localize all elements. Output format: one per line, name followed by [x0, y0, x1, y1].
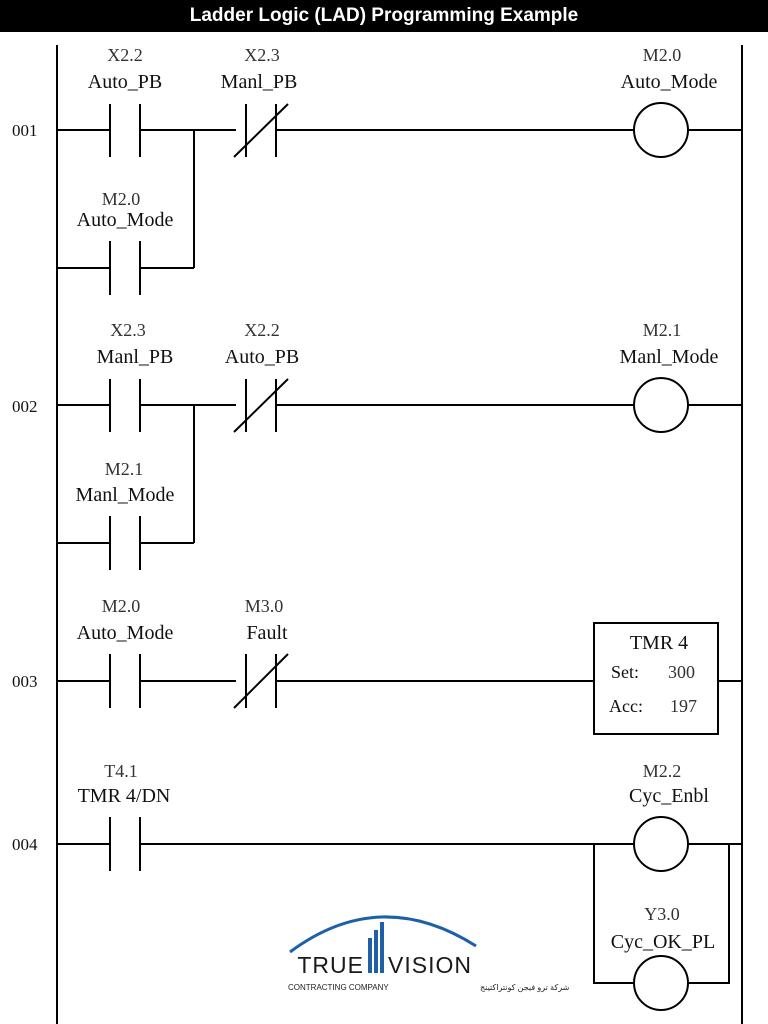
coil-address: M2.2 — [643, 761, 682, 781]
rung-number: 002 — [12, 397, 38, 416]
timer-set-value: 300 — [668, 662, 695, 682]
logo-building-icon — [368, 922, 384, 973]
contact-address: X2.3 — [110, 320, 146, 340]
contact-address: X2.2 — [107, 45, 143, 65]
output-coil-icon — [633, 955, 689, 1011]
output-coil-icon — [633, 102, 689, 158]
rung-004: 004 T4.1 TMR 4/DN M2.2 Cyc_Enbl Y3.0 Cyc… — [12, 761, 742, 1011]
timer-acc-label: Acc: — [609, 696, 643, 716]
no-contact-icon — [109, 104, 141, 157]
no-contact-icon — [109, 241, 141, 295]
rung-number: 004 — [12, 835, 38, 854]
logo-arc-icon — [289, 915, 477, 954]
no-contact-icon — [109, 817, 141, 871]
nc-contact-icon — [233, 103, 289, 158]
nc-contact-icon — [233, 653, 289, 709]
contact-address: M2.0 — [102, 596, 141, 616]
rung-002: 002 X2.3 Manl_PB X2.2 Auto_PB M2.1 Manl_… — [12, 320, 742, 570]
output-coil-icon — [633, 816, 689, 872]
contact-name: Manl_PB — [221, 71, 298, 93]
logo-word-left: TRUE — [297, 952, 364, 978]
contact-name: Auto_PB — [88, 71, 162, 93]
coil-name: Auto_Mode — [621, 71, 718, 93]
logo-subtitle: CONTRACTING COMPANY — [288, 983, 389, 992]
coil-address: Y3.0 — [644, 904, 680, 924]
logo-subtitle-arabic: شركة ترو فيجن كونتراكتينج — [480, 983, 570, 992]
timer-set-label: Set: — [611, 662, 639, 682]
coil-address: M2.1 — [643, 320, 682, 340]
rung-number: 003 — [12, 672, 38, 691]
contact-address: M3.0 — [245, 596, 284, 616]
contact-name: Manl_Mode — [76, 484, 175, 506]
rung-001: 001 X2.2 Auto_PB X2.3 Manl_PB M2.0 Auto_… — [12, 45, 742, 295]
contact-name: Manl_PB — [97, 346, 174, 368]
timer-acc-value: 197 — [670, 696, 697, 716]
page-title: Ladder Logic (LAD) Programming Example — [0, 0, 768, 32]
coil-address: M2.0 — [643, 45, 682, 65]
contact-address: M2.1 — [105, 459, 144, 479]
rung-number: 001 — [12, 121, 38, 140]
timer-block — [593, 622, 719, 735]
no-contact-icon — [109, 379, 141, 432]
coil-name: Manl_Mode — [620, 346, 719, 368]
contact-address: T4.1 — [104, 761, 138, 781]
logo-word-right: VISION — [388, 952, 472, 978]
rung-003: 003 M2.0 Auto_Mode M3.0 Fault TMR 4 Set:… — [12, 596, 742, 735]
no-contact-icon — [109, 654, 141, 708]
timer-name: TMR 4 — [630, 632, 688, 654]
contact-name: Fault — [246, 622, 288, 644]
contact-name: Auto_Mode — [77, 622, 174, 644]
contact-name: TMR 4/DN — [78, 785, 171, 807]
output-coil-icon — [633, 377, 689, 433]
contact-address: M2.0 — [102, 189, 141, 209]
nc-contact-icon — [233, 378, 289, 433]
contact-address: X2.3 — [244, 45, 280, 65]
no-contact-icon — [109, 516, 141, 570]
contact-name: Auto_Mode — [77, 209, 174, 231]
company-logo: TRUE VISION CONTRACTING COMPANY شركة ترو… — [288, 915, 570, 992]
coil-name: Cyc_Enbl — [629, 785, 709, 807]
contact-address: X2.2 — [244, 320, 280, 340]
contact-name: Auto_PB — [225, 346, 299, 368]
coil-name: Cyc_OK_PL — [611, 931, 715, 953]
